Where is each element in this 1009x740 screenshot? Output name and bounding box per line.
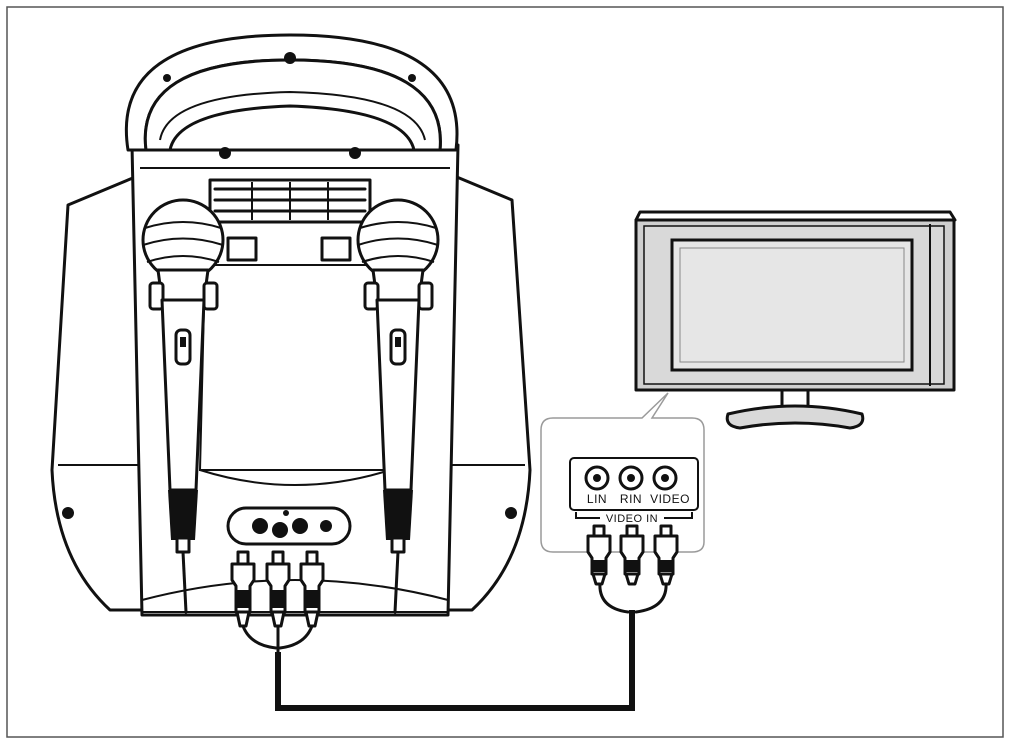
rca-plugs-machine [230,550,325,628]
label-lin: LIN [587,492,607,506]
tv-screen [670,238,914,372]
tv-jack-callout: LIN RIN VIDEO VIDEO IN [540,392,705,586]
jack-video [652,465,678,491]
jack-rin [618,465,644,491]
mic-input-panel [226,506,352,546]
av-cable [241,580,668,711]
rca-plugs-tv [586,524,679,586]
label-rin: RIN [620,492,642,506]
microphone-left [141,198,225,614]
jack-lin [584,465,610,491]
karaoke-machine [50,33,532,617]
television [634,210,957,430]
microphone-right [356,198,440,614]
label-video: VIDEO [650,492,690,506]
vent-grille [213,182,367,220]
label-video-in: VIDEO IN [606,513,658,525]
